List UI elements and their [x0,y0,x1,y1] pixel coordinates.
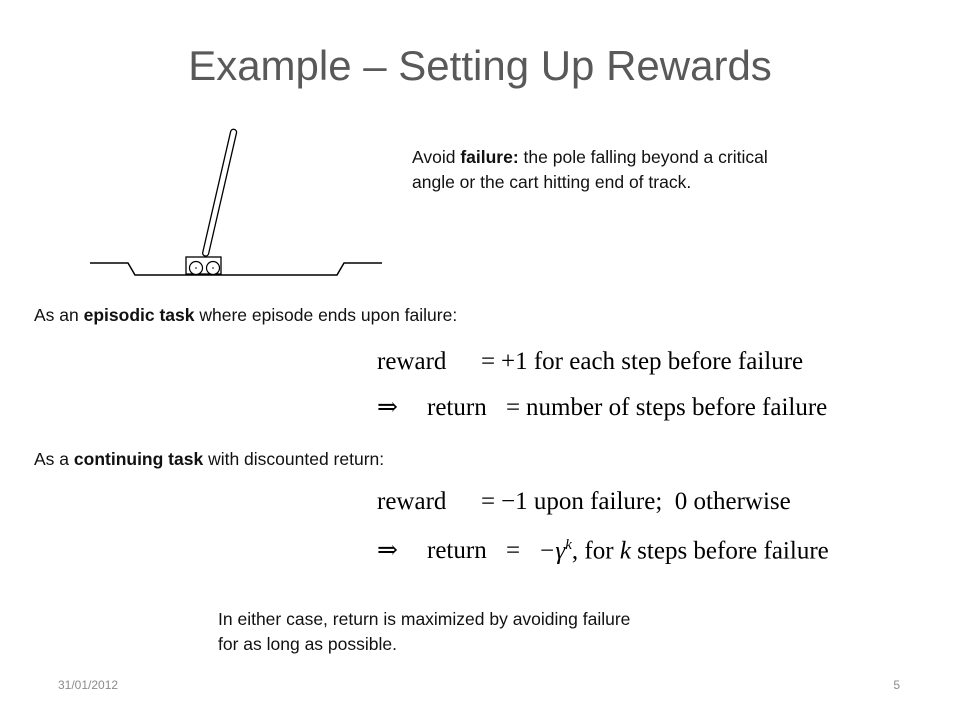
page-number: 5 [893,678,900,692]
slide-title: Example – Setting Up Rewards [188,42,772,89]
eq2-equals: = [505,394,521,421]
cart [185,256,222,276]
episodic-pre: As an [34,305,84,325]
episodic-task-line: As an episodic task where episode ends u… [34,303,457,328]
avoid-bold: failure: [460,147,519,167]
conclusion-text: In either case, return is maximized by a… [218,609,631,654]
eq2-rhs: number of steps before failure [526,394,828,421]
eq1-lhs: reward [377,348,447,375]
eq4-exponent: k [565,536,572,553]
eq3-equals: = [480,488,496,515]
cart-pole-diagram [90,128,382,276]
track [90,262,382,276]
episodic-return-equation: ⇒ return =number of steps before failure [377,392,827,422]
episodic-reward-equation: reward =+1 for each step before failure [377,348,803,376]
eq4-gamma: −γ [538,537,566,564]
continuing-return-equation: ⇒return= −γk, for k steps before failure [377,535,829,565]
episodic-bold: episodic task [83,305,195,325]
continuing-bold: continuing task [73,449,204,469]
avoid-failure-text: Avoid failure: the pole falling beyond a… [412,145,812,195]
eq4-post: steps before failure [630,537,829,564]
eq1-rhs: +1 for each step before failure [501,348,804,375]
footer-date: 31/01/2012 [58,678,119,692]
eq3-rhs: −1 upon failure; 0 otherwise [501,488,791,515]
implies-arrow-icon: ⇒ [377,394,398,421]
eq4-rhs: −γk, for k steps before failure [526,537,829,565]
continuing-pre: As a [34,449,74,469]
eq4-k-var: k [619,537,631,564]
eq1-equals: = [480,348,496,375]
avoid-rest: the pole falling beyond a critical angle… [412,147,768,192]
eq2-lhs: return [427,394,487,421]
eq3-lhs: reward [377,488,447,515]
continuing-reward-equation: reward =−1 upon failure; 0 otherwise [377,488,791,516]
avoid-pre: Avoid [412,147,461,167]
continuing-task-line: As a continuing task with discounted ret… [34,447,384,472]
eq4-equals: = [505,537,521,564]
eq4-mid: , for [571,537,620,564]
implies-arrow-icon: ⇒ [377,537,398,564]
continuing-rest: with discounted return: [203,449,385,469]
pole [202,128,238,257]
episodic-rest: where episode ends upon failure: [194,305,458,325]
eq4-lhs: return [427,537,487,564]
